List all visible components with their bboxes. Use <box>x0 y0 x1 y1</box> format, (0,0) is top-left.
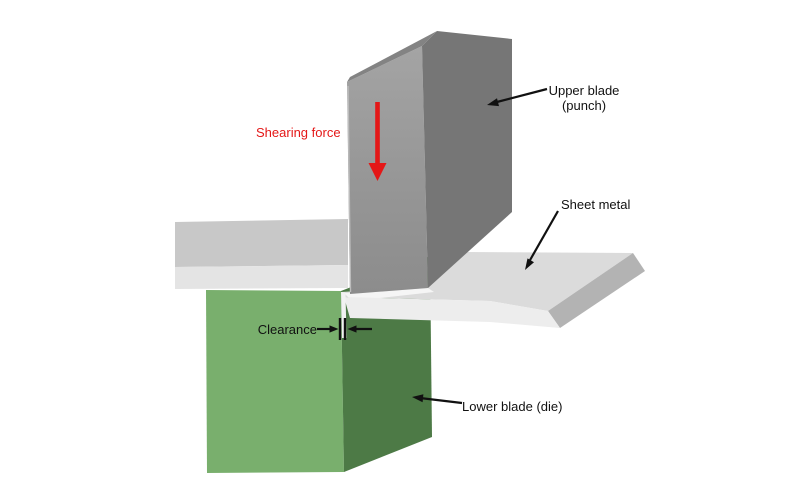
shearing-force-label: Shearing force <box>256 125 341 140</box>
shearing-force-arrow <box>368 102 387 181</box>
lower-blade-arrowhead <box>412 394 424 403</box>
clearance-bar-right <box>343 318 347 340</box>
shearing-force-arrowhead <box>368 163 387 181</box>
upper-blade-label-line2: (punch) <box>561 98 607 113</box>
sheet-metal-leader-line <box>528 210 559 262</box>
lower-blade-label: Lower blade (die) <box>462 399 563 414</box>
lower-blade-leader-line <box>419 396 463 405</box>
clearance-left-arrowhead <box>329 325 339 333</box>
upper-blade-label: Upper blade (punch) <box>538 83 630 113</box>
upper-blade-label-line1: Upper blade <box>548 83 620 98</box>
clearance-label: Clearance <box>257 322 317 337</box>
sheet-right-top-face <box>341 252 633 311</box>
sheet-metal-label: Sheet metal <box>561 197 631 212</box>
shearing-force-arrow-shaft <box>375 102 380 164</box>
die-front-face <box>206 290 344 473</box>
sheet-left-front-face <box>175 265 348 289</box>
clearance-right-arrowhead <box>347 325 357 333</box>
punch-front-face-shading <box>347 46 428 294</box>
sheet-right-front-face <box>344 297 560 328</box>
upper-blade-leader-line <box>494 87 548 104</box>
annotation-arrows <box>317 87 559 405</box>
sheet-metal-arrowhead <box>525 258 534 270</box>
clearance-bar-left <box>338 318 342 340</box>
sheet-left-top-face <box>175 219 348 267</box>
punch-side-face <box>422 31 512 288</box>
sheet-right-end-face <box>548 253 645 328</box>
upper-blade-arrowhead <box>487 98 499 107</box>
punch-left-edge-highlight <box>347 85 352 293</box>
punch-top-face <box>347 31 437 82</box>
